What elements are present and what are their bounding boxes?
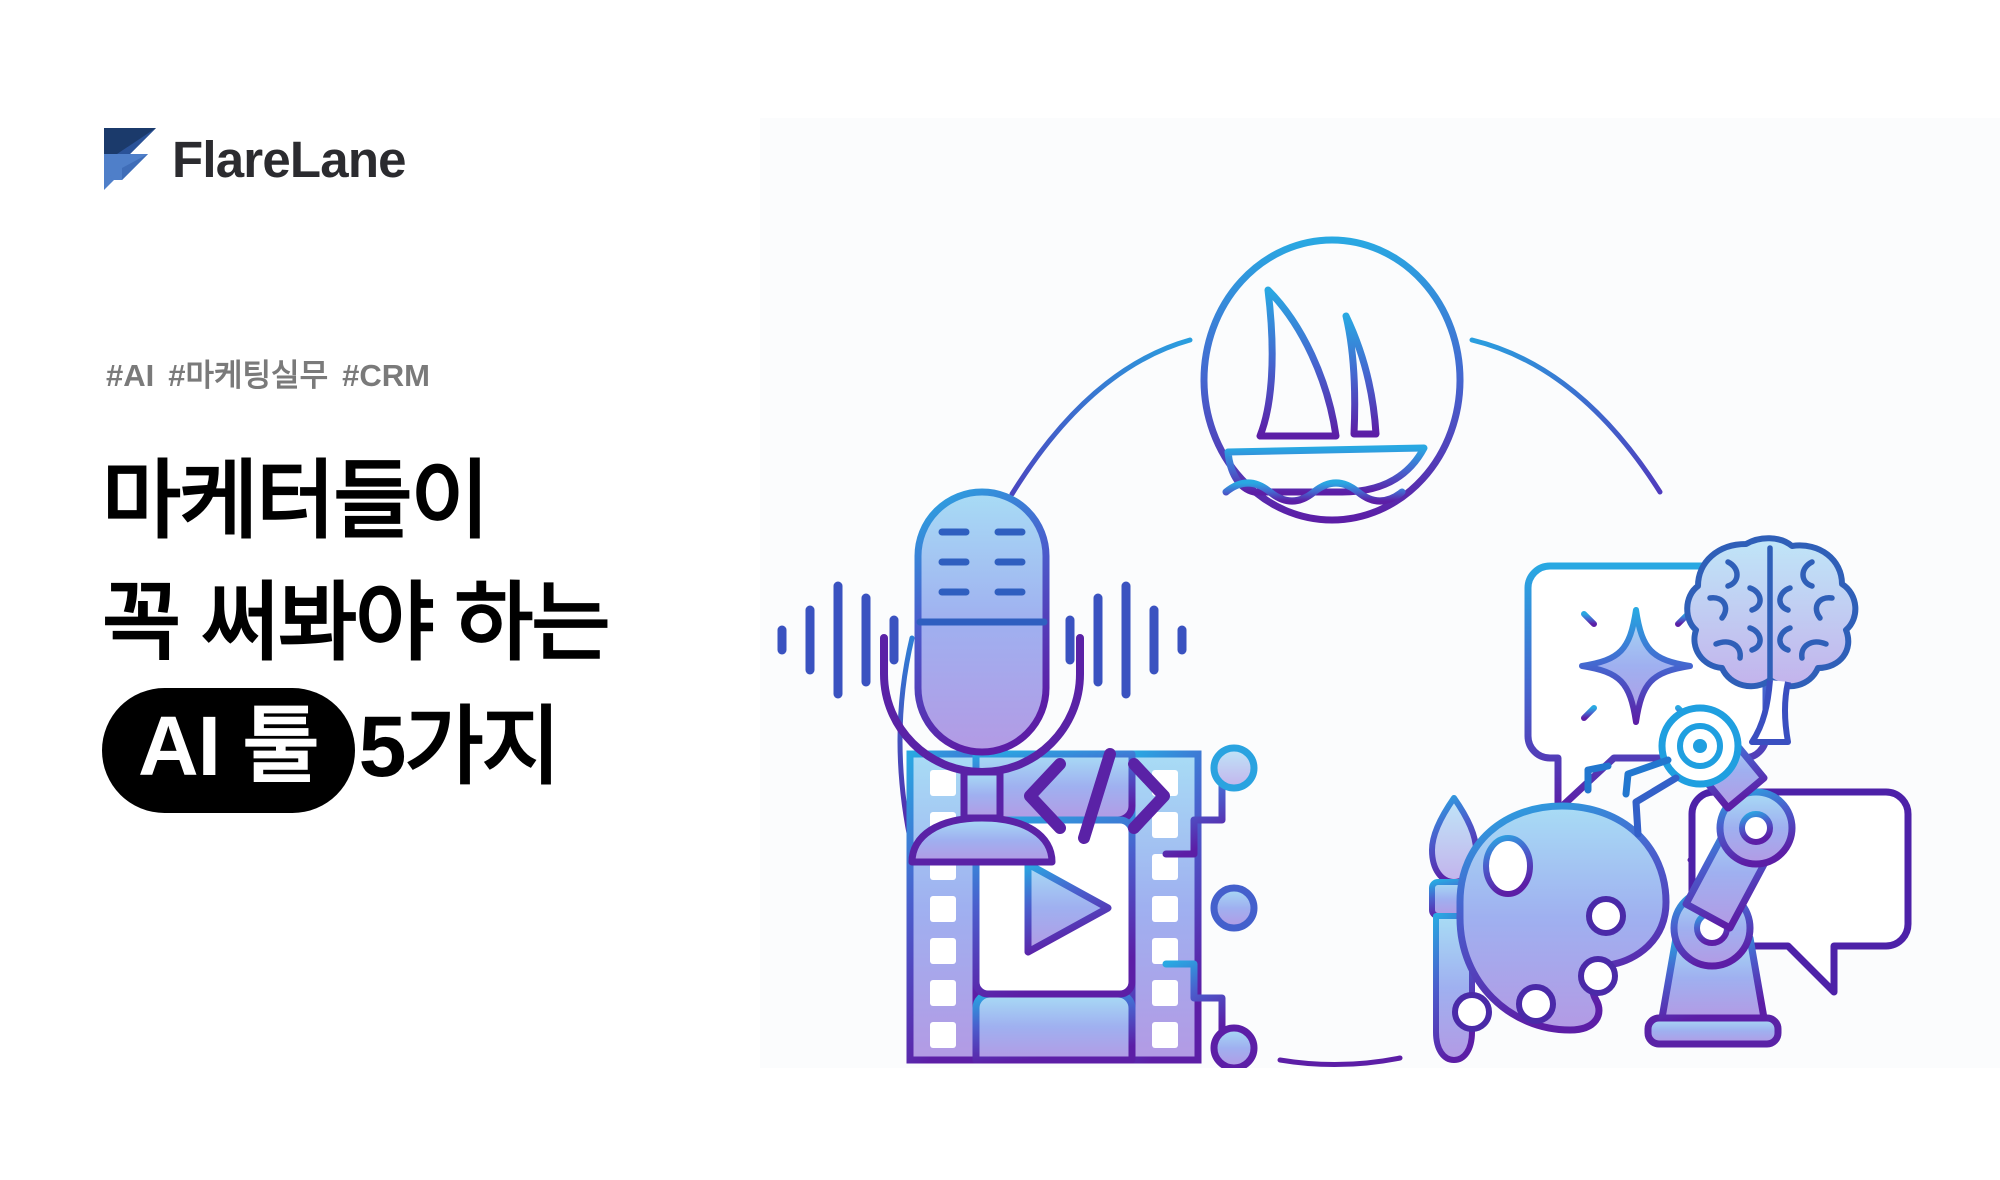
illustration-panel [760,118,2000,1068]
headline-line-3: AI 툴 5가지 [102,688,762,814]
code-tag-icon [1024,748,1170,844]
robot-arm-icon [1584,704,1796,1048]
headline-line-2: 꼭 써봐야 하는 [102,575,611,672]
hashtag-marketing: #마케팅실무 [168,358,329,393]
ai-art-palette-robot-icon [1429,704,1796,1063]
headline-line-1: 마케터들이 [102,453,490,549]
page-title: 마케터들이 꼭 써봐야 하는 AI 툴 5가지 [102,440,762,814]
left-content-column: FlareLane #AI #마케팅실무 #CRM 마케터들이 꼭 써봐야 하는 A… [0,0,760,1180]
brand-logo: FlareLane [104,128,407,190]
brand-name: FlareLane [172,130,407,188]
ai-voice-microphone-icon [777,488,1187,866]
hashtag-ai: #AI [106,358,155,393]
ai-tool-badge: AI 툴 [102,688,355,814]
hashtag-tagline: #AI #마케팅실무 #CRM [106,350,430,395]
headline-count: 5가지 [358,699,561,796]
midjourney-sailboat-icon [1200,236,1464,524]
ai-tools-pentagon-ring [777,236,1912,1068]
flarelane-f-mark-icon [104,128,156,190]
hashtag-crm: #CRM [342,358,430,393]
